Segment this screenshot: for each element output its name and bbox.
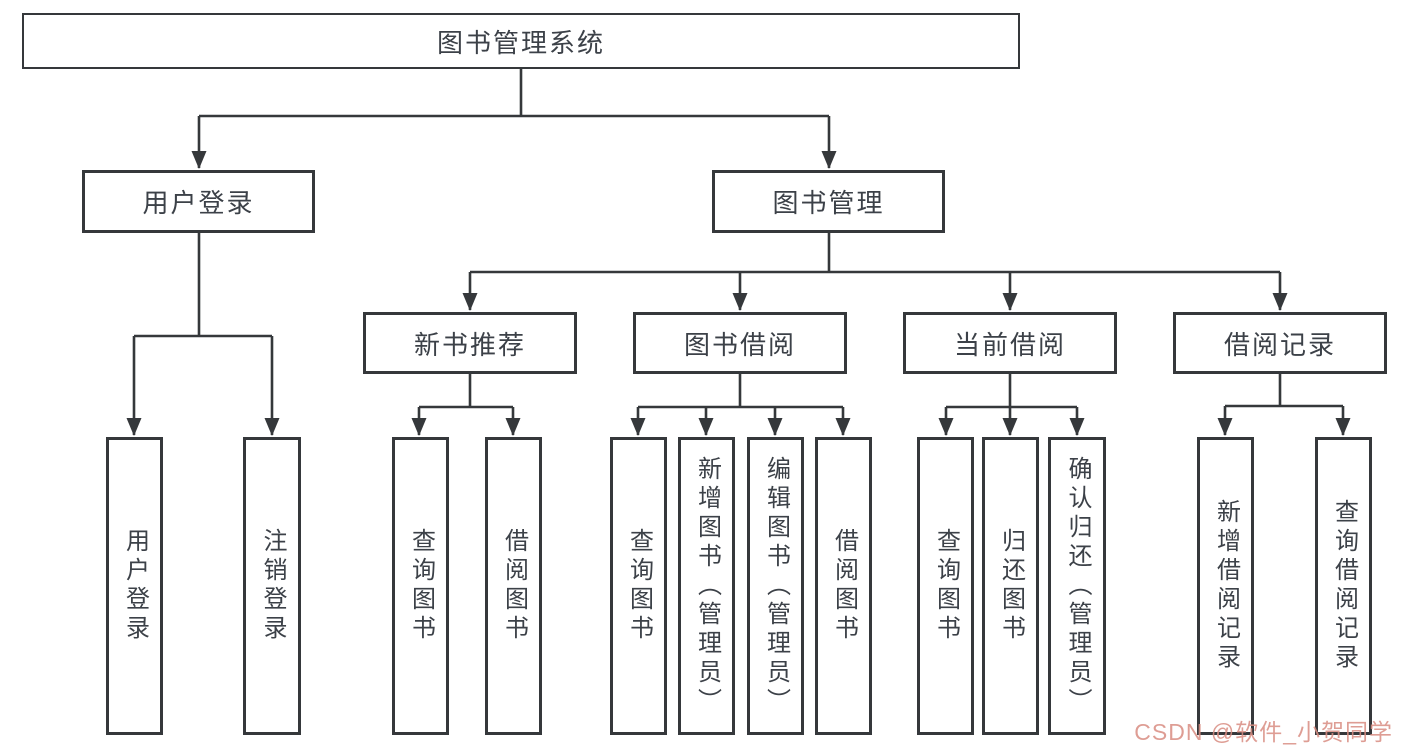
node-new-book-recommend: 新书推荐 [363,312,577,374]
node-query-borrow-record-label: 查询借阅记录 [1330,499,1358,673]
node-library-system: 图书管理系统 [22,13,1020,69]
node-logout-action: 注销登录 [243,437,301,735]
node-book-borrow-label: 图书借阅 [683,329,796,360]
node-new-book-recommend-label: 新书推荐 [413,329,526,360]
node-book-management-label: 图书管理 [772,188,885,218]
node-book-borrow: 图书借阅 [633,312,847,374]
node-current-borrow: 当前借阅 [903,312,1117,374]
node-logout-action-label: 注销登录 [259,528,286,644]
node-confirm-return-admin: 确认归还（管理员） [1048,437,1106,735]
node-borrow-record-label: 借阅记录 [1223,329,1336,360]
node-query-borrow-record: 查询借阅记录 [1315,437,1372,735]
node-add-borrow-record-label: 新增借阅记录 [1212,499,1240,673]
node-rec-borrow-book-label: 借阅图书 [500,528,528,644]
node-return-book-label: 归还图书 [997,528,1025,644]
node-user-login-action-label: 用户登录 [121,528,149,644]
node-confirm-return-admin-label: 确认归还（管理员） [1064,455,1091,717]
node-book-management: 图书管理 [712,170,945,233]
csdn-watermark: CSDN @软件_小贺同学 [1134,719,1393,745]
node-rec-query-book-label: 查询图书 [407,528,435,644]
node-user-login-action: 用户登录 [106,437,163,735]
node-add-book-admin-label: 新增图书（管理员） [693,455,721,717]
node-add-borrow-record: 新增借阅记录 [1197,437,1254,735]
node-rec-query-book: 查询图书 [392,437,449,735]
node-user-login-label: 用户登录 [142,188,255,218]
node-library-system-label: 图书管理系统 [436,27,605,58]
node-borrow-book-action: 借阅图书 [815,437,872,735]
node-add-book-admin: 新增图书（管理员） [678,437,735,735]
node-current-query-book-label: 查询图书 [932,528,960,644]
node-user-login: 用户登录 [82,170,315,233]
node-edit-book-admin-label: 编辑图书（管理员） [762,455,790,717]
node-edit-book-admin: 编辑图书（管理员） [747,437,804,735]
node-borrow-query-book: 查询图书 [610,437,667,735]
node-current-borrow-label: 当前借阅 [953,329,1066,360]
node-borrow-query-book-label: 查询图书 [625,528,653,644]
node-borrow-record: 借阅记录 [1173,312,1387,374]
node-rec-borrow-book: 借阅图书 [485,437,542,735]
node-return-book: 归还图书 [982,437,1039,735]
node-current-query-book: 查询图书 [917,437,974,735]
node-borrow-book-action-label: 借阅图书 [830,528,858,644]
